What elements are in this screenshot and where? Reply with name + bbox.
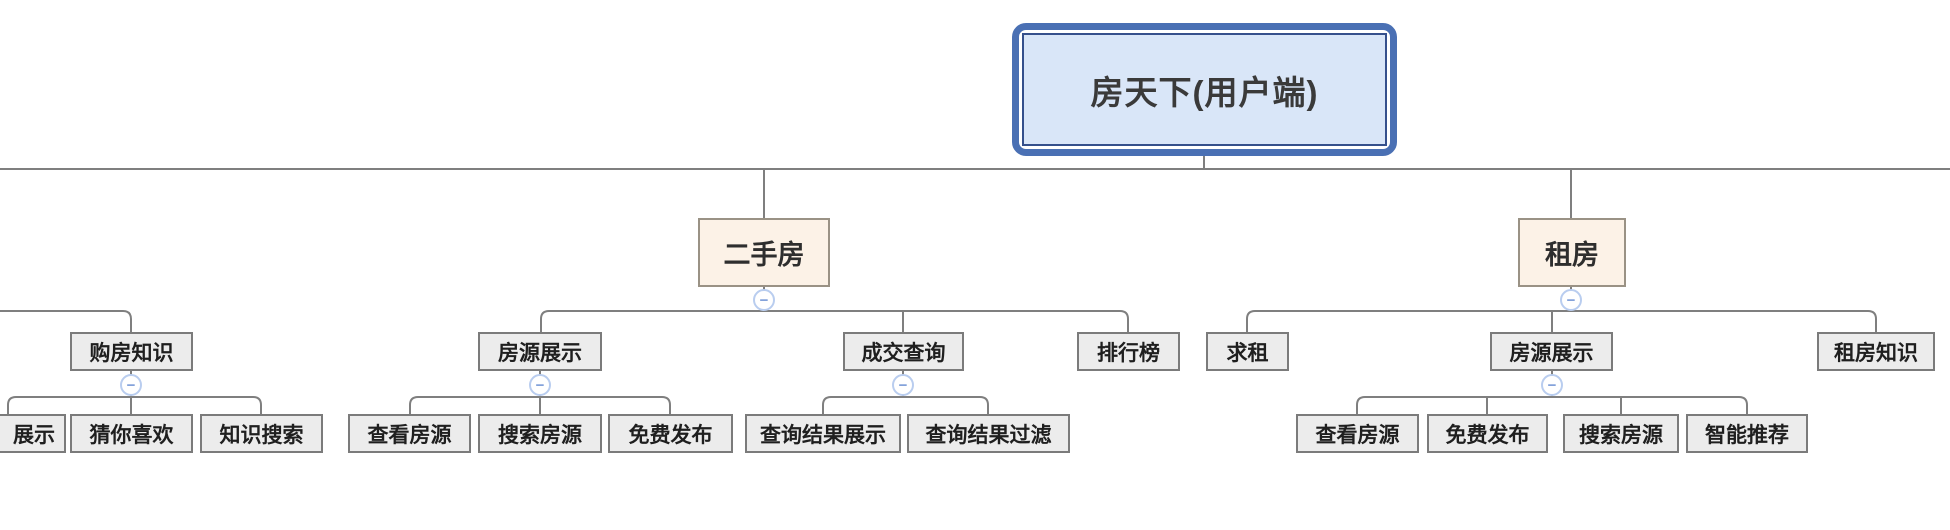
node-search-listings-secondhand-label: 搜索房源 [498, 423, 582, 447]
collapse-button-listing-display-secondhand[interactable]: − [529, 374, 551, 396]
node-view-listings-rent-label: 查看房源 [1315, 423, 1400, 447]
node-guess-you-like[interactable]: 猜你喜欢 [70, 414, 193, 453]
node-search-listings-rent[interactable]: 搜索房源 [1563, 414, 1679, 453]
root-node-label: 房天下(用户端) [1022, 33, 1387, 146]
node-deal-query[interactable]: 成交查询 [843, 332, 964, 371]
node-rent-knowledge[interactable]: 租房知识 [1817, 332, 1935, 371]
minus-icon: − [1547, 376, 1557, 394]
node-view-listings-secondhand-label: 查看房源 [367, 423, 452, 447]
minus-icon: − [535, 376, 545, 394]
node-deal-query-label: 成交查询 [861, 341, 946, 365]
collapse-button-listing-display-rent[interactable]: − [1541, 374, 1563, 396]
node-knowledge-search[interactable]: 知识搜索 [200, 414, 323, 453]
node-query-result-display[interactable]: 查询结果展示 [745, 414, 901, 453]
node-rent-knowledge-label: 租房知识 [1834, 341, 1918, 365]
node-free-post-rent[interactable]: 免费发布 [1427, 414, 1548, 453]
node-seek-rent[interactable]: 求租 [1206, 332, 1289, 371]
node-knowledge-display-label: 展示 [13, 423, 55, 447]
node-guess-you-like-label: 猜你喜欢 [89, 423, 174, 447]
node-ranking[interactable]: 排行榜 [1077, 332, 1180, 371]
minus-icon: − [759, 291, 769, 309]
node-knowledge-search-label: 知识搜索 [219, 423, 304, 447]
node-seek-rent-label: 求租 [1226, 341, 1269, 365]
minus-icon: − [1566, 291, 1576, 309]
collapse-button-second-hand[interactable]: − [753, 289, 775, 311]
node-listing-display-secondhand-label: 房源展示 [498, 341, 582, 365]
node-listing-display-rent[interactable]: 房源展示 [1490, 332, 1613, 371]
node-smart-recommend-label: 智能推荐 [1705, 423, 1789, 447]
collapse-button-deal-query[interactable]: − [892, 374, 914, 396]
node-ranking-label: 排行榜 [1097, 341, 1160, 365]
node-purchase-knowledge-label: 购房知识 [89, 341, 174, 365]
collapse-button-purchase-knowledge[interactable]: − [120, 374, 142, 396]
branch-rent-label: 租房 [1545, 240, 1599, 270]
minus-icon: − [126, 376, 136, 394]
root-node[interactable]: 房天下(用户端) [1012, 23, 1397, 156]
node-query-result-filter[interactable]: 查询结果过滤 [907, 414, 1070, 453]
branch-rent[interactable]: 租房 [1518, 218, 1626, 287]
node-query-result-display-label: 查询结果展示 [760, 423, 886, 447]
node-knowledge-display[interactable]: 展示 [0, 414, 66, 453]
node-smart-recommend[interactable]: 智能推荐 [1686, 414, 1808, 453]
node-free-post-rent-label: 免费发布 [1445, 423, 1530, 447]
node-listing-display-secondhand[interactable]: 房源展示 [478, 332, 602, 371]
branch-second-hand[interactable]: 二手房 [698, 218, 830, 287]
collapse-button-rent[interactable]: − [1560, 289, 1582, 311]
node-search-listings-secondhand[interactable]: 搜索房源 [478, 414, 602, 453]
node-listing-display-rent-label: 房源展示 [1509, 341, 1594, 365]
node-free-post-secondhand-label: 免费发布 [628, 423, 713, 447]
node-search-listings-rent-label: 搜索房源 [1579, 423, 1663, 447]
minus-icon: − [898, 376, 908, 394]
node-purchase-knowledge[interactable]: 购房知识 [70, 332, 193, 371]
node-query-result-filter-label: 查询结果过滤 [925, 423, 1052, 447]
node-view-listings-secondhand[interactable]: 查看房源 [348, 414, 471, 453]
node-free-post-secondhand[interactable]: 免费发布 [608, 414, 733, 453]
node-view-listings-rent[interactable]: 查看房源 [1296, 414, 1419, 453]
branch-second-hand-label: 二手房 [723, 240, 805, 270]
